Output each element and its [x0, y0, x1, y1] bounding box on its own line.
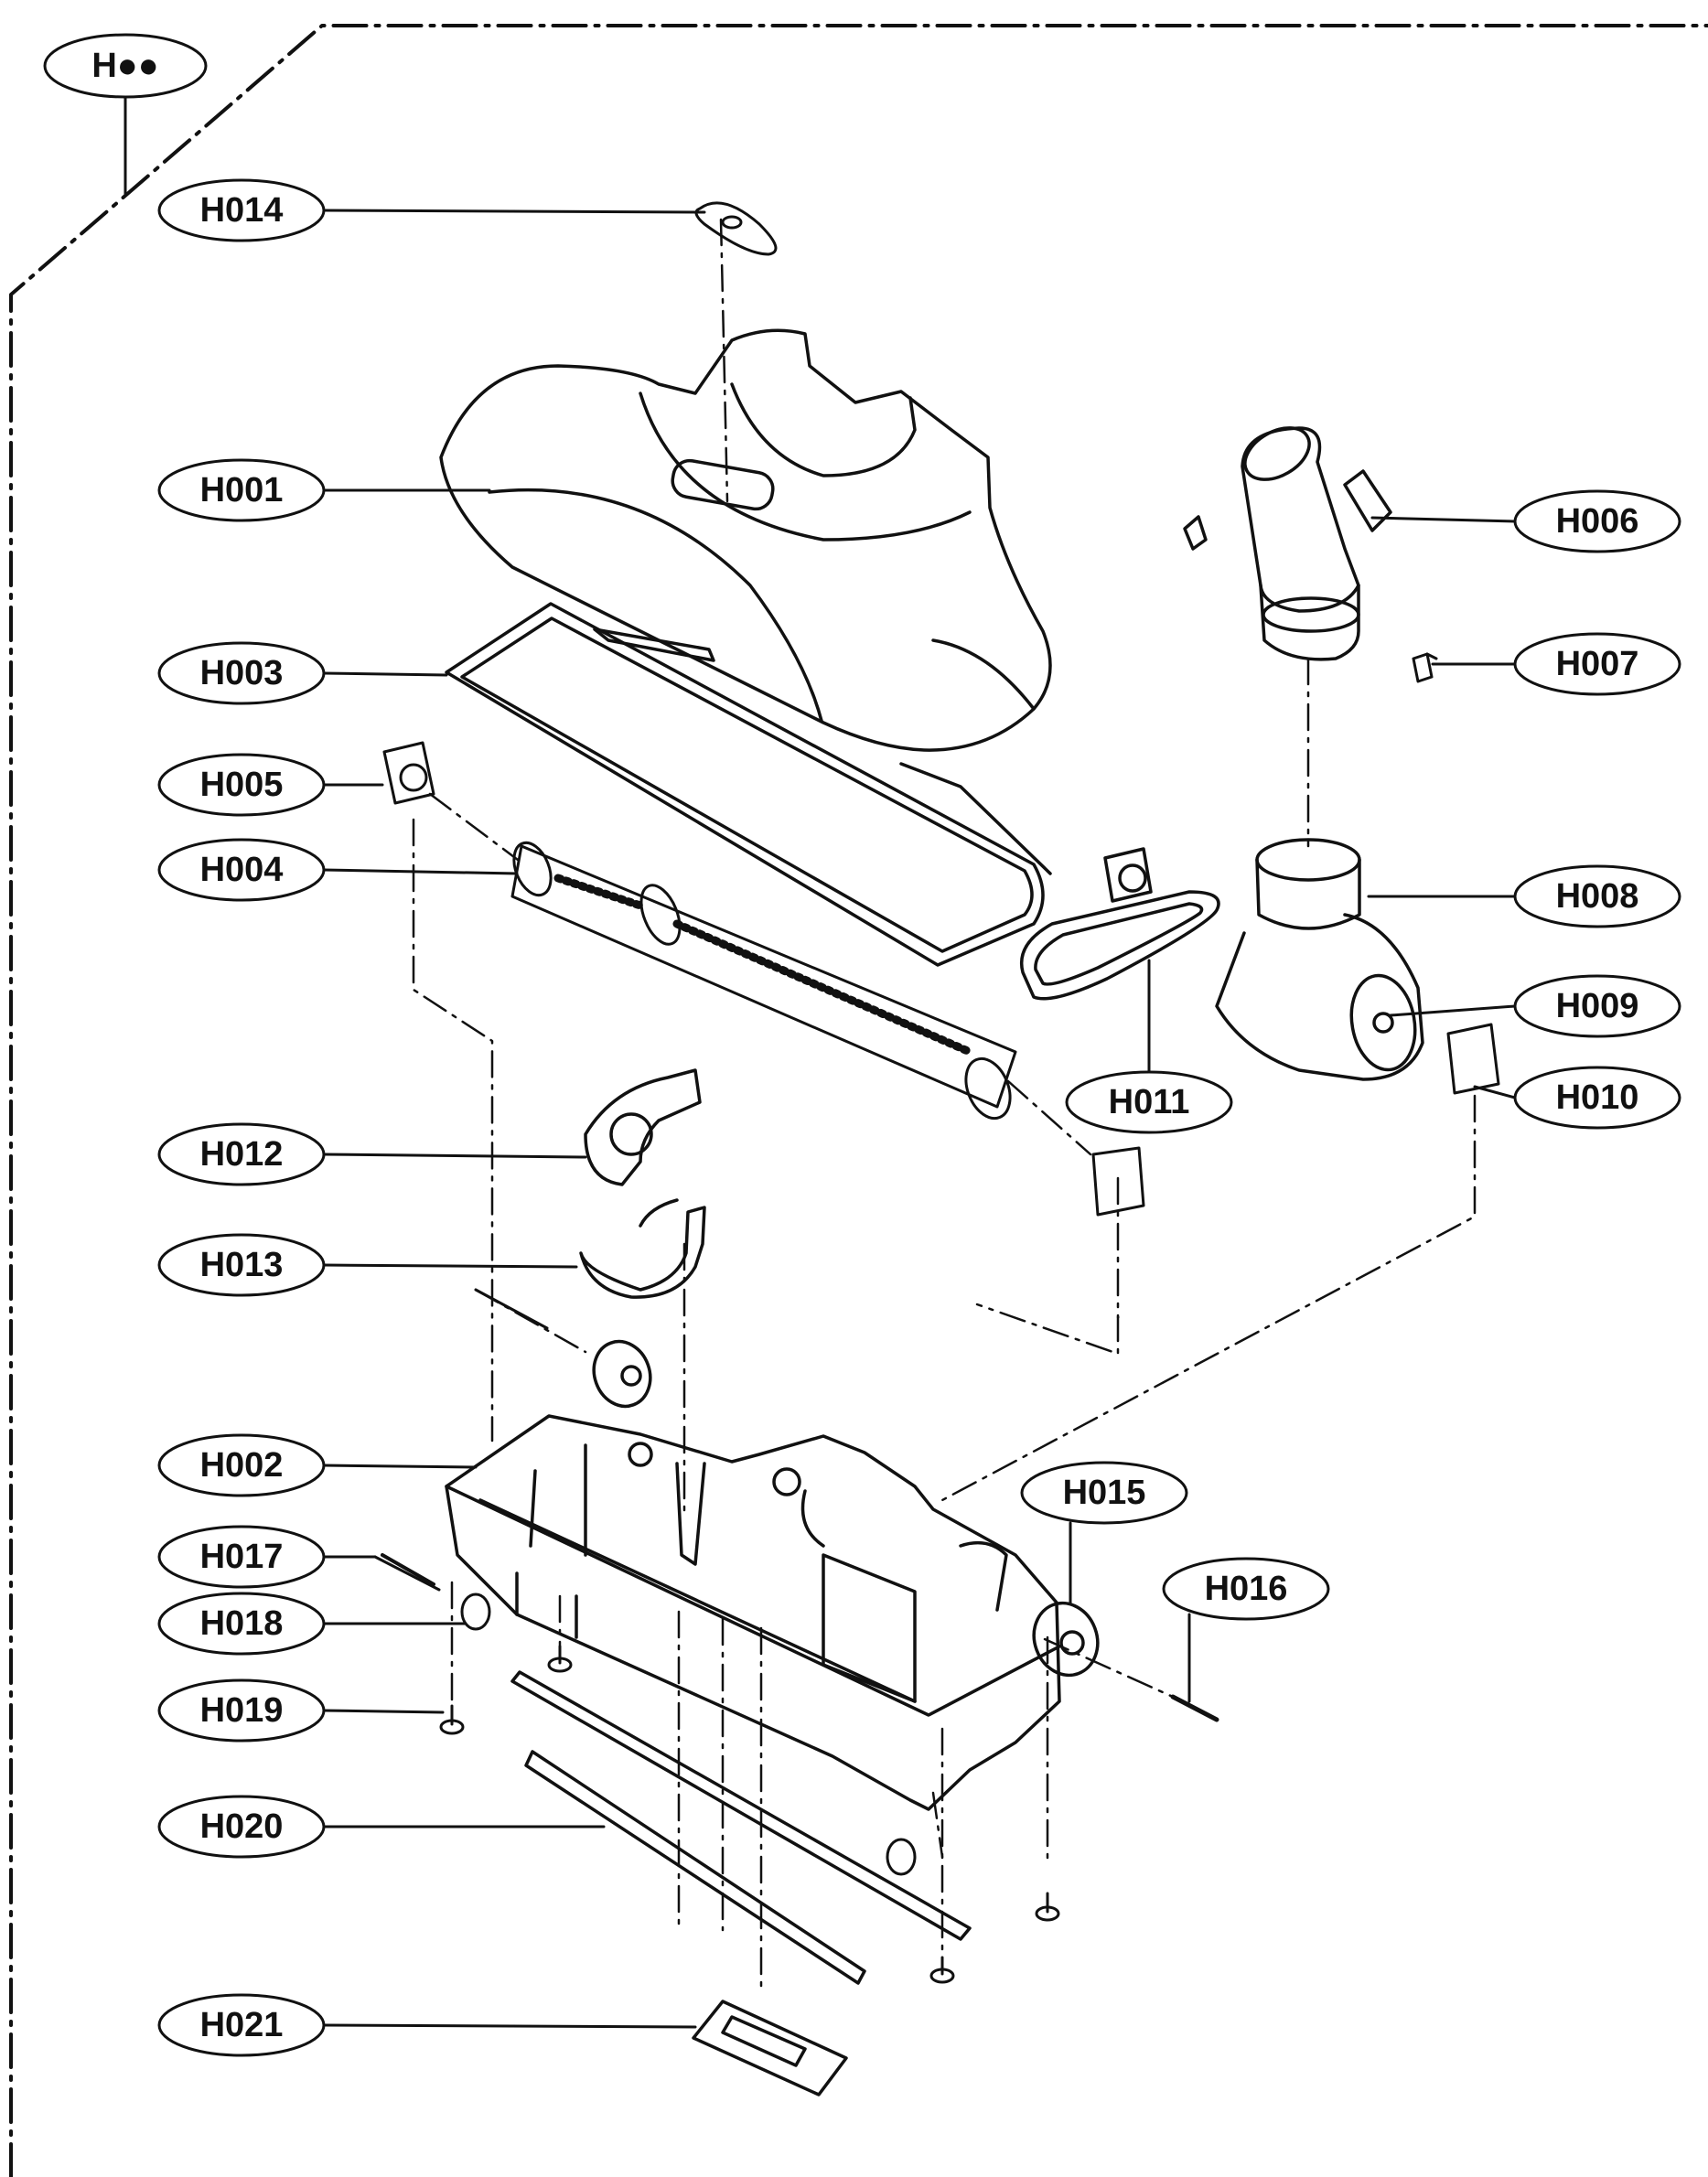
- part-wheel-H015: [1032, 1601, 1100, 1678]
- label-H007: H007: [1556, 645, 1639, 683]
- label-H014: H014: [200, 191, 284, 230]
- part-screws-H019: [439, 1645, 1060, 1984]
- callout-H015: [1020, 1461, 1188, 1525]
- part-bracket-H012: [584, 1068, 702, 1186]
- label-H001: H001: [200, 471, 284, 509]
- label-H002: H002: [200, 1446, 284, 1485]
- label-H020: H020: [200, 1807, 284, 1846]
- label-H021: H021: [200, 2006, 284, 2044]
- part-wheel-left: [474, 1288, 652, 1409]
- label-H015: H015: [1063, 1474, 1146, 1512]
- part-brush-roll-H004: [510, 841, 1017, 1121]
- label-H017: H017: [200, 1538, 284, 1576]
- part-bracket-H013: [579, 1198, 706, 1299]
- part-handle-joint-H006: [1183, 426, 1392, 661]
- label-H019: H019: [200, 1691, 284, 1730]
- part-foot-right: [886, 1838, 917, 1876]
- label-H008: H008: [1556, 877, 1639, 916]
- part-bearing-cap-H010: [1446, 1023, 1500, 1095]
- part-belt-H011: [1020, 847, 1220, 1001]
- callouts: [43, 33, 1681, 2057]
- part-clip-H007: [1412, 652, 1438, 683]
- label-H003: H003: [200, 654, 284, 692]
- label-H013: H013: [200, 1246, 284, 1284]
- part-plate-H021: [692, 2000, 848, 2097]
- part-gasket-H003: [445, 602, 1052, 967]
- label-H011: H011: [1109, 1083, 1190, 1121]
- group-label: H●●: [91, 47, 158, 85]
- part-bearing-cap-H005: [382, 741, 435, 805]
- group-frame: [9, 24, 1708, 2177]
- label-H018: H018: [200, 1604, 284, 1643]
- part-end-cap: [1091, 1146, 1145, 1217]
- label-H005: H005: [200, 766, 284, 804]
- label-H012: H012: [200, 1135, 284, 1174]
- part-foot-H018: [460, 1593, 491, 1631]
- part-nozzle-joint-H008: [1215, 838, 1424, 1081]
- label-H006: H006: [1556, 502, 1639, 541]
- part-axle-H017: [381, 1553, 435, 1586]
- part-badge-H014: [694, 201, 778, 256]
- label-H009: H009: [1556, 987, 1639, 1025]
- assembly-guides: [412, 218, 1477, 1994]
- label-H016: H016: [1205, 1570, 1288, 1608]
- part-base-H002: [445, 1414, 1061, 1811]
- part-strips-H020: [510, 1670, 972, 1985]
- part-top-cover-H001: [439, 328, 1052, 752]
- part-axle-H016: [1170, 1694, 1219, 1722]
- callout-H016: [1162, 1557, 1330, 1621]
- label-H010: H010: [1556, 1078, 1639, 1117]
- label-H004: H004: [200, 851, 284, 889]
